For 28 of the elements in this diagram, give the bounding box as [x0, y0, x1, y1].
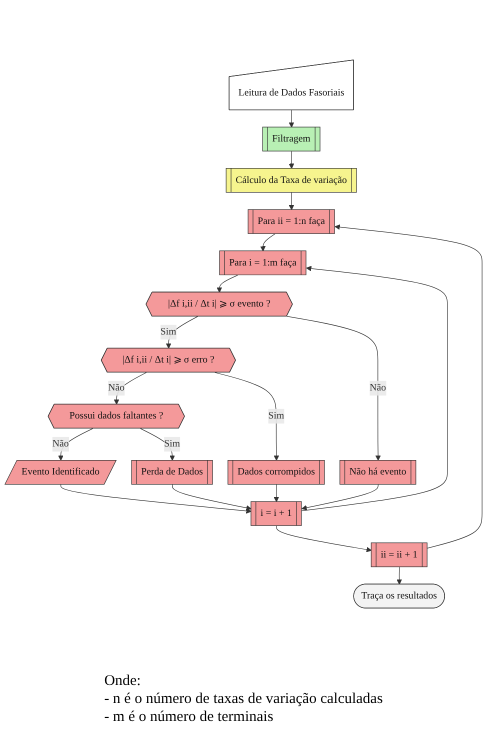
- arrow: [216, 274, 238, 293]
- arrow: [172, 484, 252, 511]
- edge-label: Sim: [268, 410, 284, 422]
- arrow: [276, 526, 372, 552]
- arrow: [214, 372, 280, 461]
- edge-label: Não: [370, 382, 386, 394]
- arrow: [288, 110, 294, 128]
- arrow: [334, 224, 482, 548]
- note-text: - m é o número de terminais: [104, 708, 274, 726]
- arrow: [288, 151, 294, 169]
- edge-label: Sim: [160, 326, 176, 338]
- arrow: [396, 566, 402, 585]
- edge-label: Sim: [164, 438, 180, 450]
- arrow: [166, 316, 198, 349]
- edge-label: Não: [108, 382, 125, 394]
- arrow: [286, 316, 381, 461]
- arrow: [140, 428, 175, 461]
- arrow: [114, 372, 147, 405]
- note-text: - n é o número de taxas de variação calculadas: [104, 690, 383, 708]
- arrow: [274, 484, 280, 502]
- edge-label: Não: [52, 438, 69, 450]
- arrow: [58, 428, 94, 461]
- arrow: [60, 484, 252, 514]
- note-text: Onde:: [104, 672, 142, 690]
- arrow: [302, 484, 378, 510]
- arrow: [288, 192, 294, 210]
- arrow: [301, 266, 448, 512]
- arrow: [260, 234, 276, 252]
